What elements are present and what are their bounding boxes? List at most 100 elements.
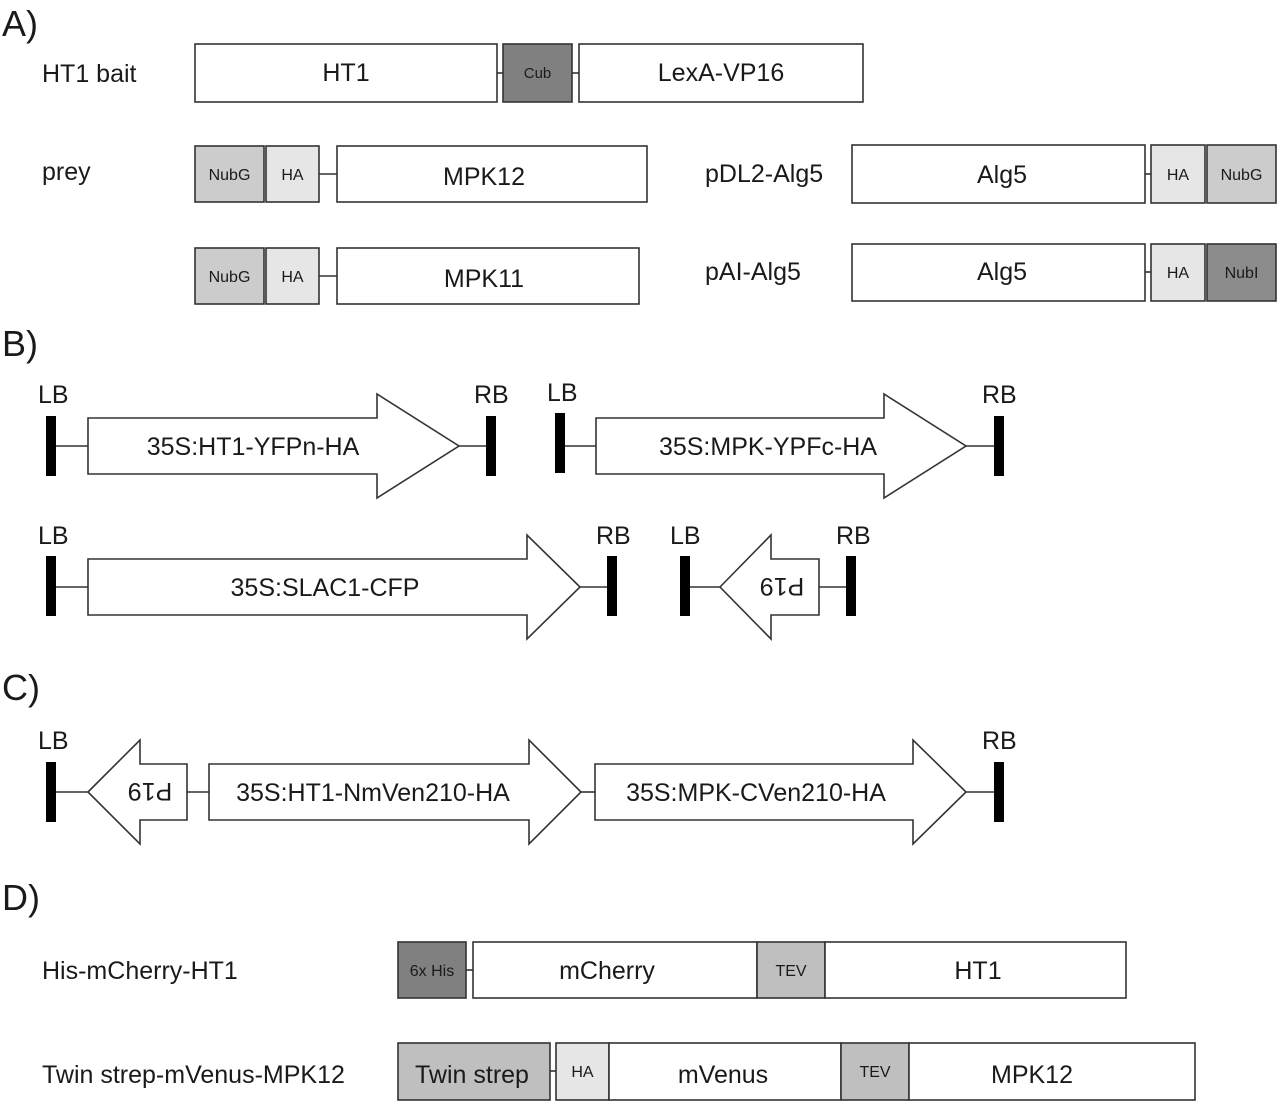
right-border-label: RB bbox=[982, 381, 1017, 409]
domain-twin-strep-label: Twin strep bbox=[415, 1061, 529, 1089]
ctrl-construct-pdl2-alg5: Alg5 HA NubG bbox=[851, 144, 1277, 204]
domain-mcherry bbox=[472, 941, 758, 999]
panel-a-label: A) bbox=[2, 3, 38, 44]
domain-lexa-vp16 bbox=[578, 43, 864, 103]
domain-nubg-label: NubG bbox=[209, 167, 251, 184]
right-border-label: RB bbox=[474, 381, 509, 409]
domain-ht1 bbox=[194, 43, 498, 103]
left-border-label: LB bbox=[38, 381, 69, 409]
domain-ht1-label: HT1 bbox=[322, 59, 369, 87]
t-dna-p19: LB P19 RB bbox=[670, 522, 871, 641]
domain-ht1 bbox=[824, 941, 1127, 999]
domain-tev bbox=[840, 1042, 910, 1101]
expression-arrow bbox=[208, 738, 583, 846]
domain-tev-label: TEV bbox=[859, 1064, 890, 1081]
domain-mpk12 bbox=[336, 145, 648, 203]
panel-d: D) His-mCherry-HT1 6x His mCherry TEV HT… bbox=[2, 877, 1196, 1101]
domain-alg5-label: Alg5 bbox=[977, 258, 1027, 286]
left-border bbox=[680, 556, 690, 616]
cassette-label-mpk-cven210-ha: 35S:MPK-CVen210-HA bbox=[626, 779, 886, 807]
domain-ha bbox=[555, 1042, 610, 1101]
prey-construct-mpk11: NubG HA MPK11 bbox=[194, 247, 640, 305]
domain-nubg-label: NubG bbox=[209, 269, 251, 286]
domain-ha-label: HA bbox=[571, 1064, 594, 1081]
domain-nubg bbox=[194, 145, 265, 203]
right-border-label: RB bbox=[982, 727, 1017, 755]
panel-c-label: C) bbox=[2, 667, 40, 708]
panel-b-label: B) bbox=[2, 323, 38, 364]
domain-lexa-vp16-label: LexA-VP16 bbox=[658, 59, 784, 87]
right-border bbox=[607, 556, 617, 616]
expression-arrow bbox=[87, 533, 582, 641]
bait-name: HT1 bait bbox=[42, 60, 137, 88]
right-border-label: RB bbox=[596, 522, 631, 550]
protein-construct-his-mcherry-ht1: 6x His mCherry TEV HT1 bbox=[397, 941, 1127, 999]
domain-nubg bbox=[1206, 144, 1277, 204]
protein-name-twin-strep-mvenus-mpk12: Twin strep-mVenus-MPK12 bbox=[42, 1061, 345, 1089]
domain-nubi bbox=[1206, 243, 1277, 302]
right-border bbox=[486, 416, 496, 476]
domain-ha bbox=[1150, 144, 1206, 204]
domain-ht1-label: HT1 bbox=[954, 957, 1001, 985]
panel-a: A) HT1 bait HT1 Cub LexA-VP16 prey NubG … bbox=[2, 3, 1277, 305]
left-border-label: LB bbox=[38, 522, 69, 550]
right-border bbox=[994, 762, 1004, 822]
ctrl-construct-pai-alg5: Alg5 HA NubI bbox=[851, 243, 1277, 302]
domain-6x-his-label: 6x His bbox=[410, 963, 454, 980]
domain-ha bbox=[1150, 243, 1206, 302]
left-border-label: LB bbox=[547, 379, 578, 407]
cassette-label-p19: P19 bbox=[128, 777, 172, 805]
panel-c: C) LB P19 35S:HT1-NmVen210-HA 35S:MPK-CV… bbox=[2, 667, 1017, 846]
domain-ha bbox=[265, 247, 320, 305]
right-border bbox=[846, 556, 856, 616]
t-dna-mpk-ypfc: LB 35S:MPK-YPFc-HA RB bbox=[547, 379, 1017, 500]
domain-alg5 bbox=[851, 144, 1146, 204]
domain-mpk11 bbox=[336, 247, 640, 305]
t-dna-slac1-cfp: LB 35S:SLAC1-CFP RB bbox=[38, 522, 631, 641]
domain-mvenus bbox=[608, 1042, 842, 1101]
domain-mcherry-label: mCherry bbox=[559, 957, 655, 985]
right-border bbox=[994, 416, 1004, 476]
domain-tev-label: TEV bbox=[775, 963, 806, 980]
bait-construct: HT1 Cub LexA-VP16 bbox=[194, 43, 864, 103]
cassette-label-mpk-ypfc-ha: 35S:MPK-YPFc-HA bbox=[659, 433, 877, 461]
left-border bbox=[555, 413, 565, 473]
domain-mpk11-label: MPK11 bbox=[444, 265, 524, 293]
ctrl-pai-alg5-name: pAI-Alg5 bbox=[705, 258, 801, 286]
domain-mpk12 bbox=[908, 1042, 1196, 1101]
panel-d-label: D) bbox=[2, 877, 40, 918]
domain-ha-label: HA bbox=[1167, 167, 1190, 184]
prey-construct-mpk12: NubG HA MPK12 bbox=[194, 145, 648, 203]
prey-label: prey bbox=[42, 158, 91, 186]
domain-ha-label: HA bbox=[281, 167, 304, 184]
t-dna-ht1-yfpn: LB 35S:HT1-YFPn-HA RB bbox=[38, 381, 509, 500]
left-border bbox=[46, 416, 56, 476]
cassette-label-ht1-nmven210-ha: 35S:HT1-NmVen210-HA bbox=[236, 779, 510, 807]
domain-ha-label: HA bbox=[281, 269, 304, 286]
domain-nubi-label: NubI bbox=[1225, 265, 1259, 282]
cassette-label-ht1-yfpn-ha: 35S:HT1-YFPn-HA bbox=[147, 433, 360, 461]
domain-nubg-label: NubG bbox=[1221, 167, 1263, 184]
expression-arrow bbox=[87, 392, 461, 500]
expression-arrow bbox=[595, 392, 968, 500]
protein-construct-twin-strep-mvenus-mpk12: Twin strep HA mVenus TEV MPK12 bbox=[397, 1042, 1196, 1101]
left-border-label: LB bbox=[38, 727, 69, 755]
expression-arrow bbox=[594, 738, 968, 846]
right-border-label: RB bbox=[836, 522, 871, 550]
left-border-label: LB bbox=[670, 522, 701, 550]
panel-b: B) LB 35S:HT1-YFPn-HA RB LB 35S:MPK-YPFc… bbox=[2, 323, 1017, 641]
domain-ha bbox=[265, 145, 320, 203]
cassette-label-slac1-cfp: 35S:SLAC1-CFP bbox=[231, 574, 420, 602]
t-dna-bifc-multigene: LB P19 35S:HT1-NmVen210-HA 35S:MPK-CVen2… bbox=[38, 727, 1017, 846]
domain-cub bbox=[502, 43, 573, 103]
ctrl-pdl2-alg5-name: pDL2-Alg5 bbox=[705, 160, 823, 188]
domain-cub-label: Cub bbox=[524, 65, 552, 82]
domain-alg5 bbox=[851, 243, 1146, 302]
domain-nubg bbox=[194, 247, 265, 305]
left-border bbox=[46, 762, 56, 822]
domain-mpk12-label: MPK12 bbox=[443, 163, 525, 191]
domain-6x-his bbox=[397, 941, 467, 999]
domain-mpk12-label: MPK12 bbox=[991, 1061, 1073, 1089]
left-border bbox=[46, 556, 56, 616]
